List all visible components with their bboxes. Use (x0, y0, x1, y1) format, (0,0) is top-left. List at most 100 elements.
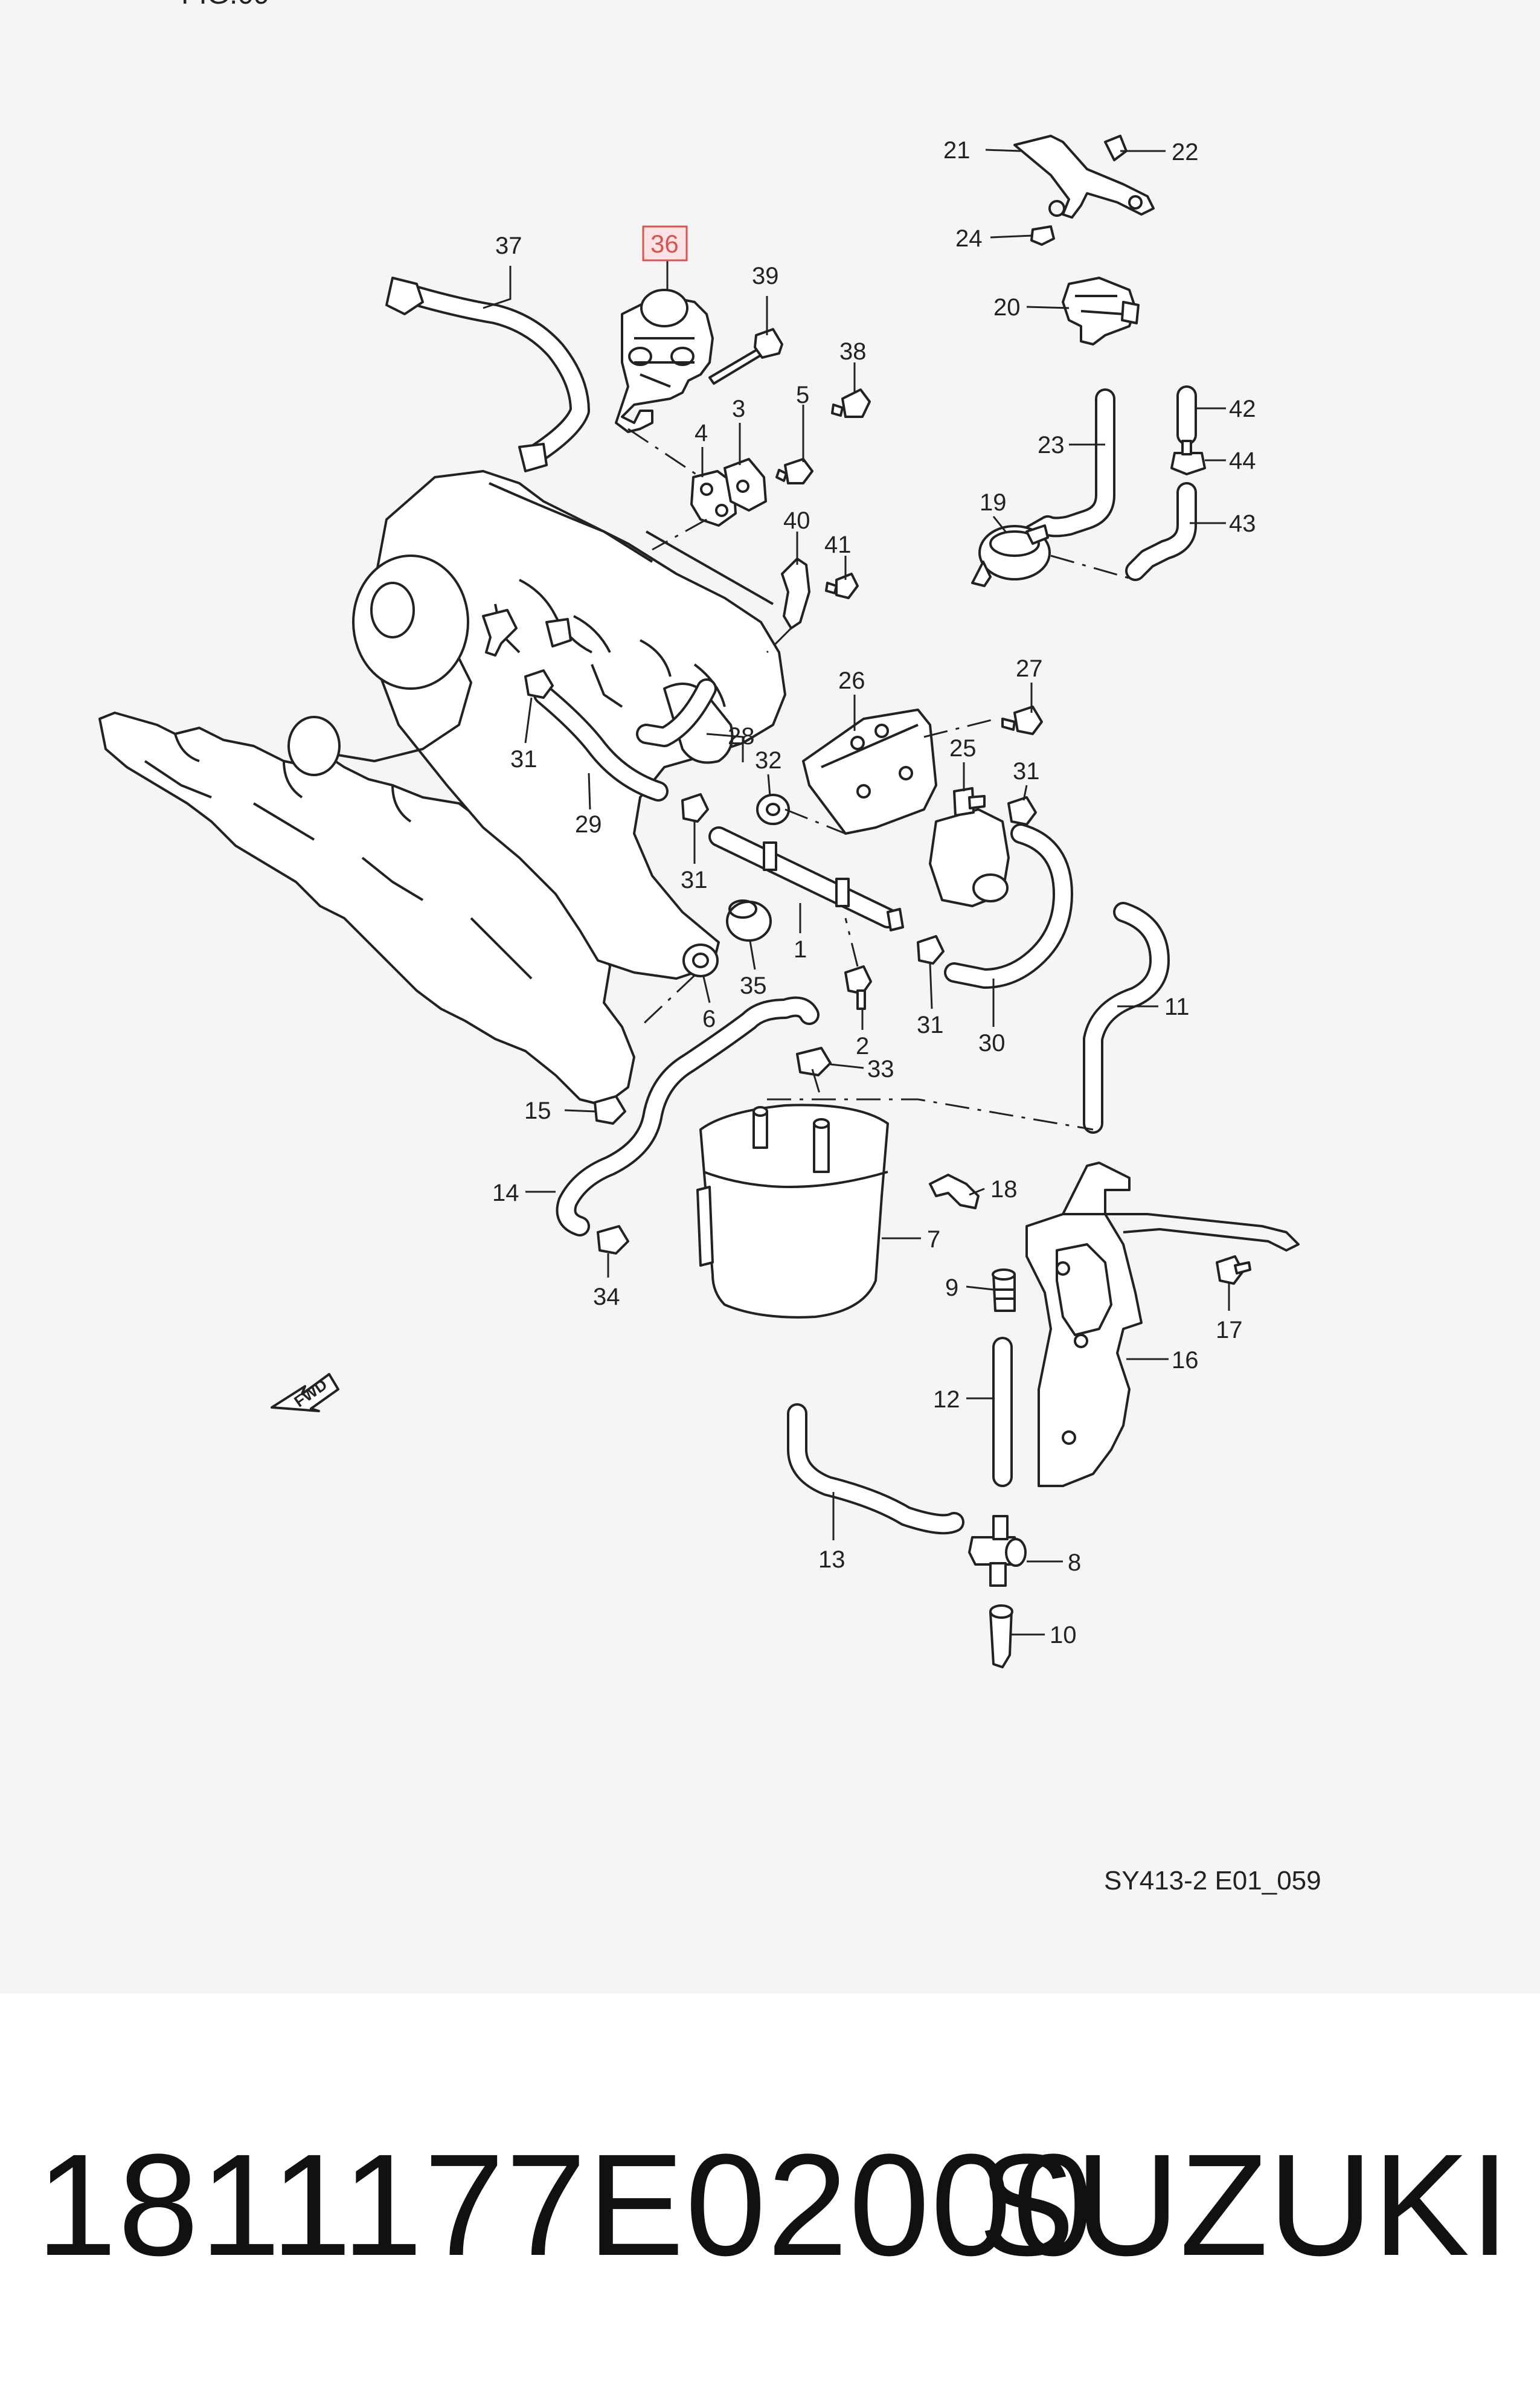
callout-14[interactable]: 14 (492, 1180, 519, 1206)
hose-11 (1083, 902, 1170, 1134)
plug-35 (726, 899, 772, 942)
callout-43[interactable]: 43 (1229, 510, 1256, 537)
sensor-20 (1062, 277, 1140, 346)
drawing-code: SY413-2 E01_059 (1104, 1866, 1321, 1895)
callout-6[interactable]: 6 (702, 1006, 716, 1032)
hose-10 (989, 1604, 1013, 1668)
callout-28[interactable]: 28 (728, 723, 755, 750)
callout-42[interactable]: 42 (1229, 396, 1256, 422)
callout-35[interactable]: 35 (740, 973, 767, 999)
hose-30 (944, 823, 1073, 989)
clamp-31-upper-left (524, 669, 554, 699)
callout-32[interactable]: 32 (755, 747, 782, 774)
bolt-5 (775, 458, 813, 484)
clamp-34 (597, 1225, 629, 1255)
callout-31-lower[interactable]: 31 (917, 1012, 944, 1038)
callout-17[interactable]: 17 (1216, 1317, 1243, 1343)
bracket-26 (802, 709, 937, 835)
brand-name: SUZUKI (978, 2124, 1510, 2286)
callout-13[interactable]: 13 (818, 1546, 845, 1573)
callout-37[interactable]: 37 (495, 233, 522, 259)
callout-8[interactable]: 8 (1068, 1549, 1081, 1576)
callout-24[interactable]: 24 (955, 225, 983, 252)
leader-6-engine (639, 974, 696, 1028)
callout-25[interactable]: 25 (949, 735, 977, 762)
hose-13 (787, 1403, 964, 1535)
clamp-31-lower (917, 935, 945, 965)
callout-29[interactable]: 29 (575, 811, 602, 838)
engine-assembly (98, 470, 786, 1107)
callout-4[interactable]: 4 (695, 420, 708, 446)
callout-31-right[interactable]: 31 (1013, 758, 1040, 785)
leader-26-27 (923, 718, 997, 738)
callout-20[interactable]: 20 (993, 294, 1021, 321)
callout-23[interactable]: 23 (1038, 432, 1065, 458)
callout-labels: 36 37 39 38 5 3 4 40 41 21 22 24 20 23 4… (492, 137, 1256, 1648)
bolt-41 (825, 573, 859, 599)
bolt-39 (708, 328, 783, 385)
valve-assembly-36 (615, 289, 714, 433)
leader-40-engine (766, 627, 792, 654)
grommet-32 (756, 794, 790, 825)
callout-18[interactable]: 18 (990, 1176, 1018, 1203)
washer-6 (682, 944, 719, 977)
hose-23 (1016, 388, 1115, 548)
callout-15[interactable]: 15 (524, 1098, 551, 1124)
callout-12[interactable]: 12 (933, 1386, 960, 1413)
callout-11[interactable]: 11 (1164, 994, 1190, 1020)
canister-7 (696, 1104, 889, 1319)
valve-19 (971, 524, 1051, 587)
callout-41[interactable]: 41 (824, 532, 852, 558)
leader-26-32 (784, 808, 846, 835)
hose-29 (533, 684, 669, 802)
callout-27[interactable]: 27 (1016, 655, 1043, 682)
solenoid-25 (929, 787, 1010, 907)
bracket-40 (781, 558, 810, 629)
gasket-4 (690, 470, 737, 527)
hose-37 (385, 277, 590, 472)
tee-connector-8 (968, 1515, 1027, 1587)
callout-19[interactable]: 19 (980, 489, 1007, 516)
clamp-33 (796, 1047, 832, 1076)
hose-14 (556, 996, 820, 1236)
callout-3[interactable]: 3 (732, 396, 745, 422)
bolt-17 (1216, 1255, 1251, 1285)
callout-36[interactable]: 36 (650, 230, 679, 258)
callout-31-middle[interactable]: 31 (681, 867, 708, 893)
callout-16[interactable]: 16 (1172, 1347, 1199, 1374)
callout-5[interactable]: 5 (796, 382, 809, 408)
bolt-38 (831, 388, 871, 418)
callout-10[interactable]: 10 (1050, 1622, 1077, 1648)
callout-7[interactable]: 7 (927, 1226, 940, 1253)
clip-22 (1104, 135, 1128, 161)
callout-9[interactable]: 9 (945, 1275, 958, 1301)
callout-34[interactable]: 34 (593, 1284, 620, 1310)
callout-44[interactable]: 44 (1229, 448, 1256, 474)
leader-canister-upper (767, 1098, 1094, 1131)
leader-2-pipe (844, 918, 859, 967)
leader-lines (483, 149, 1230, 1636)
callout-30[interactable]: 30 (978, 1030, 1006, 1056)
hose-28 (636, 678, 717, 747)
callout-2[interactable]: 2 (856, 1033, 869, 1059)
callout-1[interactable]: 1 (794, 936, 807, 963)
gasket-3 (723, 458, 767, 512)
clip-18 (929, 1174, 980, 1209)
clamp-31-middle (681, 793, 709, 823)
callout-40[interactable]: 40 (783, 507, 810, 534)
highlight-box-36 (642, 225, 688, 262)
part-number: 1811177E02000 (36, 2124, 1095, 2286)
callout-31-upper-left[interactable]: 31 (510, 746, 537, 773)
callout-26[interactable]: 26 (838, 667, 865, 694)
cap-9 (992, 1268, 1016, 1312)
callout-38[interactable]: 38 (839, 338, 867, 365)
leader-33-canister (811, 1069, 823, 1100)
callout-22[interactable]: 22 (1172, 139, 1199, 166)
hose-43 (1125, 482, 1197, 581)
diagram-panel: FIG.09 (98, 0, 1321, 1895)
callout-39[interactable]: 39 (752, 263, 779, 289)
callout-33[interactable]: 33 (867, 1056, 894, 1082)
callout-21[interactable]: 21 (943, 137, 971, 164)
clamp-15 (594, 1095, 626, 1125)
bracket-16 (1025, 1162, 1300, 1487)
